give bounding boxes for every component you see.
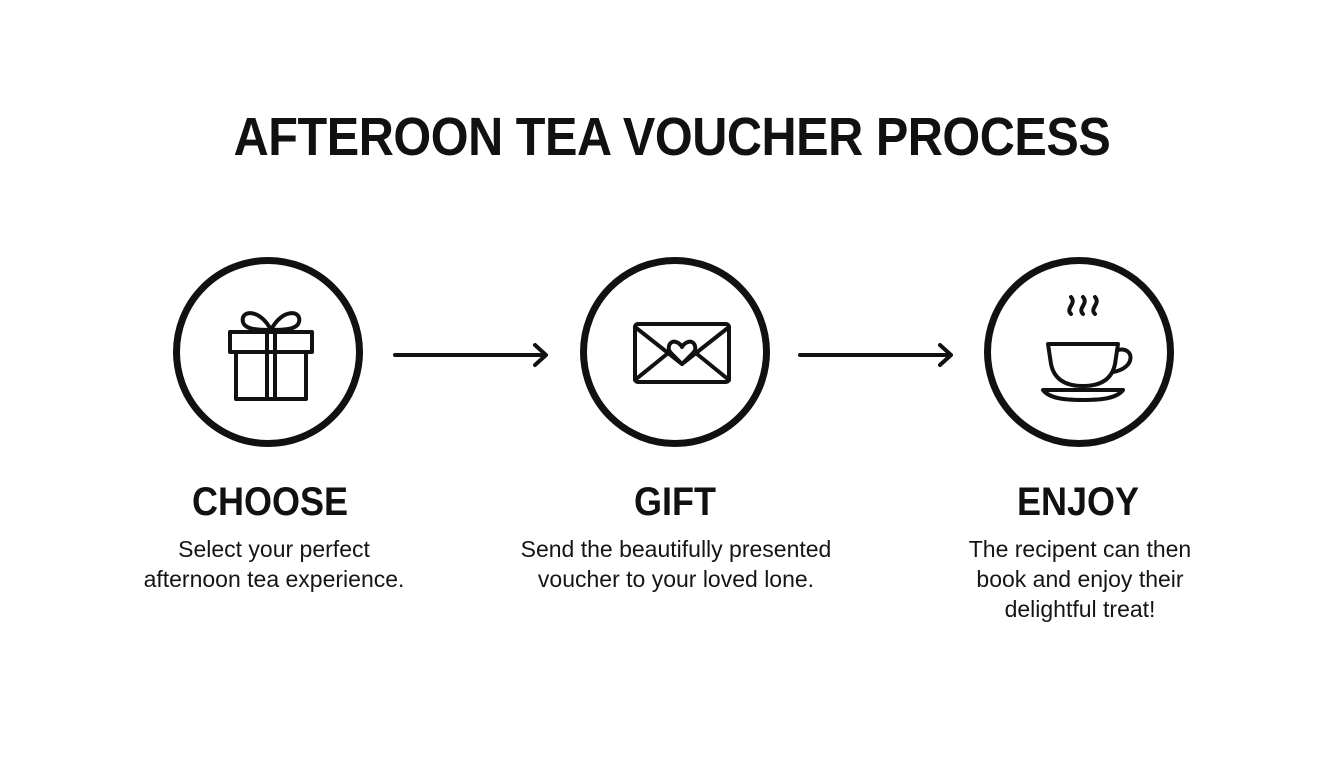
step-choose-circle [173, 257, 363, 447]
arrow-right-icon [393, 343, 548, 367]
step-gift-circle [580, 257, 770, 447]
teacup-icon [1041, 295, 1133, 402]
gift-icon [228, 311, 314, 401]
envelope-heart-icon [633, 322, 731, 384]
arrow-right-icon [798, 343, 953, 367]
step-enjoy-description: The recipent can then book and enjoy the… [968, 536, 1192, 622]
step-choose-label: CHOOSE [191, 480, 349, 524]
page-title: AFTEROON TEA VOUCHER PROCESS [233, 107, 1111, 167]
step-gift-label: GIFT [634, 480, 716, 524]
step-enjoy-circle [984, 257, 1174, 447]
step-choose-description: Select your perfect afternoon tea experi… [143, 536, 405, 592]
step-gift-description: Send the beautifully presented voucher t… [520, 536, 832, 592]
step-enjoy-label: ENJOY [1016, 480, 1140, 524]
